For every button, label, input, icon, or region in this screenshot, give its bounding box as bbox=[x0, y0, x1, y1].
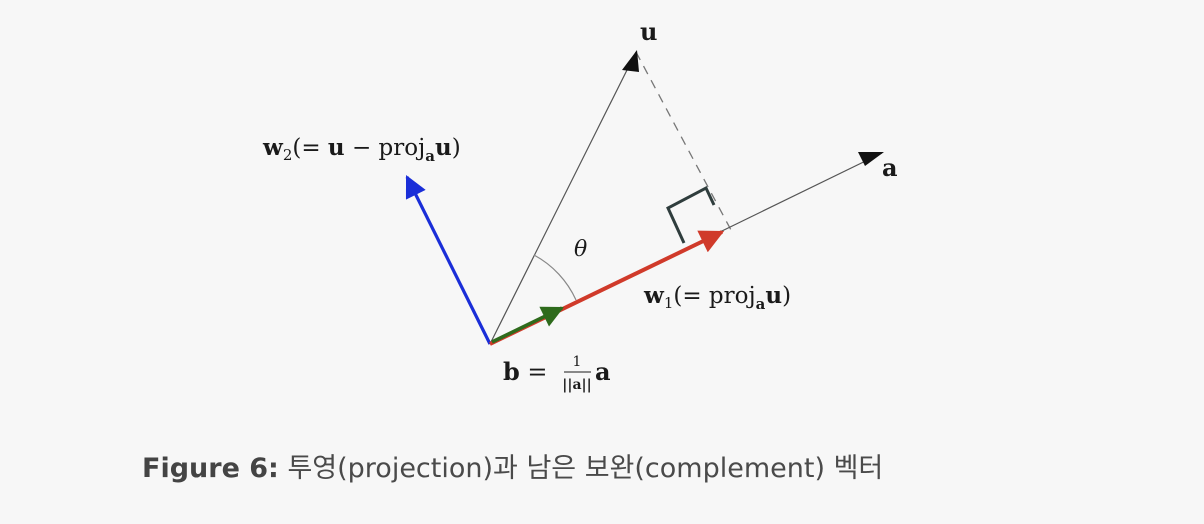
label-a: a bbox=[882, 153, 898, 182]
projection-diagram: u a θ w2(= u − projau) w1(= projau) b = … bbox=[262, 17, 898, 393]
label-b-fraction-denominator: ||a|| bbox=[562, 377, 591, 393]
vector-w2 bbox=[405, 175, 492, 345]
label-b: b = 1 ||a|| a bbox=[503, 354, 611, 393]
svg-text:b =: b = bbox=[503, 357, 548, 386]
figure-caption-text: 투영(projection)과 남은 보완(complement) 벡터 bbox=[278, 453, 884, 484]
vector-b bbox=[491, 306, 564, 344]
label-w1: w1(= projau) bbox=[643, 282, 791, 313]
label-b-fraction-numerator: 1 bbox=[573, 354, 582, 370]
figure-number: Figure 6: bbox=[142, 453, 279, 484]
right-angle-marker bbox=[666, 185, 716, 244]
perpendicular-dashed-line bbox=[635, 51, 732, 231]
label-b-a: a bbox=[595, 357, 611, 386]
vector-u-line bbox=[489, 51, 637, 345]
label-w2: w2(= u − projau) bbox=[262, 134, 461, 165]
angle-theta-arc bbox=[533, 254, 577, 301]
figure-caption: Figure 6: 투영(projection)과 남은 보완(compleme… bbox=[142, 446, 883, 485]
label-theta: θ bbox=[574, 237, 587, 262]
vector-u-arrowhead bbox=[622, 50, 639, 72]
vector-a-arrowhead bbox=[858, 152, 884, 166]
label-u: u bbox=[640, 17, 657, 46]
